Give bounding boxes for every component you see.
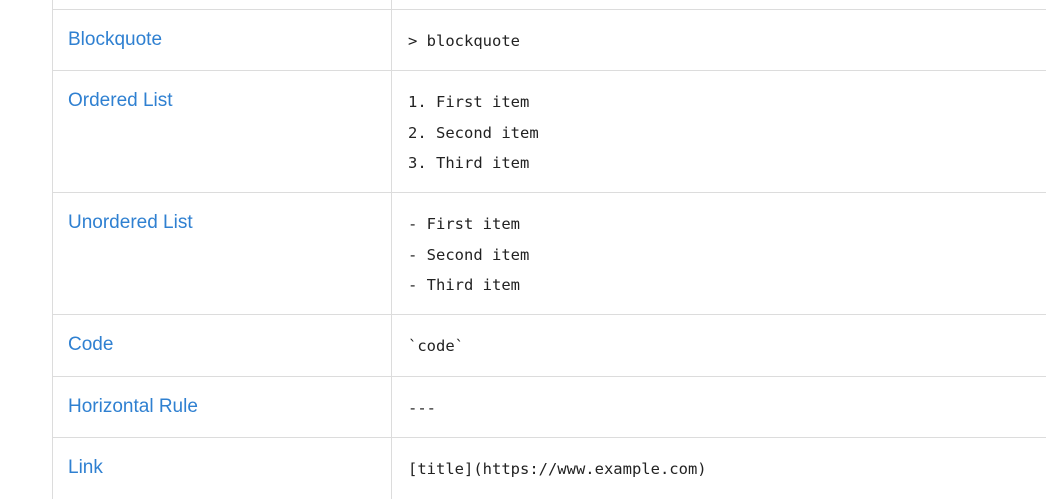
syntax-line: - Second item <box>408 245 530 264</box>
syntax-cell: `code` <box>392 315 1046 376</box>
syntax-line: `code` <box>408 337 464 355</box>
syntax-line: > blockquote <box>408 32 520 50</box>
syntax-line: 3. Third item <box>408 154 530 172</box>
element-link-ordered-list[interactable]: Ordered List <box>68 90 173 111</box>
syntax-cell: --- <box>392 377 1046 437</box>
markdown-syntax-table: Blockquote > blockquote Ordered List 1. … <box>52 0 1046 499</box>
syntax-cell: 1. First item 2. Second item 3. Third it… <box>392 71 1046 192</box>
element-cell: Unordered List <box>53 193 392 314</box>
element-link-link[interactable]: Link <box>68 457 103 478</box>
element-cell: Blockquote <box>53 10 392 70</box>
table-row: Link [title](https://www.example.com) <box>53 438 1046 499</box>
table-row <box>53 0 1046 10</box>
table-row: Code `code` <box>53 315 1046 377</box>
element-link-blockquote[interactable]: Blockquote <box>68 29 163 50</box>
syntax-line: 2. Second item <box>408 123 539 142</box>
syntax-cell: > blockquote <box>392 10 1046 70</box>
element-cell: Ordered List <box>53 71 392 192</box>
element-link-code[interactable]: Code <box>68 334 114 355</box>
syntax-cell: - First item - Second item - Third item <box>392 193 1046 314</box>
syntax-cell <box>392 0 1046 9</box>
element-link-horizontal-rule[interactable]: Horizontal Rule <box>68 396 198 417</box>
syntax-cell: [title](https://www.example.com) <box>392 438 1046 499</box>
syntax-line: 1. First item <box>408 93 530 111</box>
syntax-line: - Third item <box>408 276 520 294</box>
element-cell: Code <box>53 315 392 376</box>
element-cell <box>53 0 392 9</box>
table-row: Unordered List - First item - Second ite… <box>53 193 1046 315</box>
syntax-line: - First item <box>408 215 520 233</box>
table-row: Blockquote > blockquote <box>53 10 1046 71</box>
element-link-unordered-list[interactable]: Unordered List <box>68 212 193 233</box>
syntax-line: --- <box>408 399 436 417</box>
table-row: Ordered List 1. First item 2. Second ite… <box>53 71 1046 193</box>
element-cell: Link <box>53 438 392 499</box>
element-cell: Horizontal Rule <box>53 377 392 437</box>
table-row: Horizontal Rule --- <box>53 377 1046 438</box>
syntax-line: [title](https://www.example.com) <box>408 460 707 478</box>
